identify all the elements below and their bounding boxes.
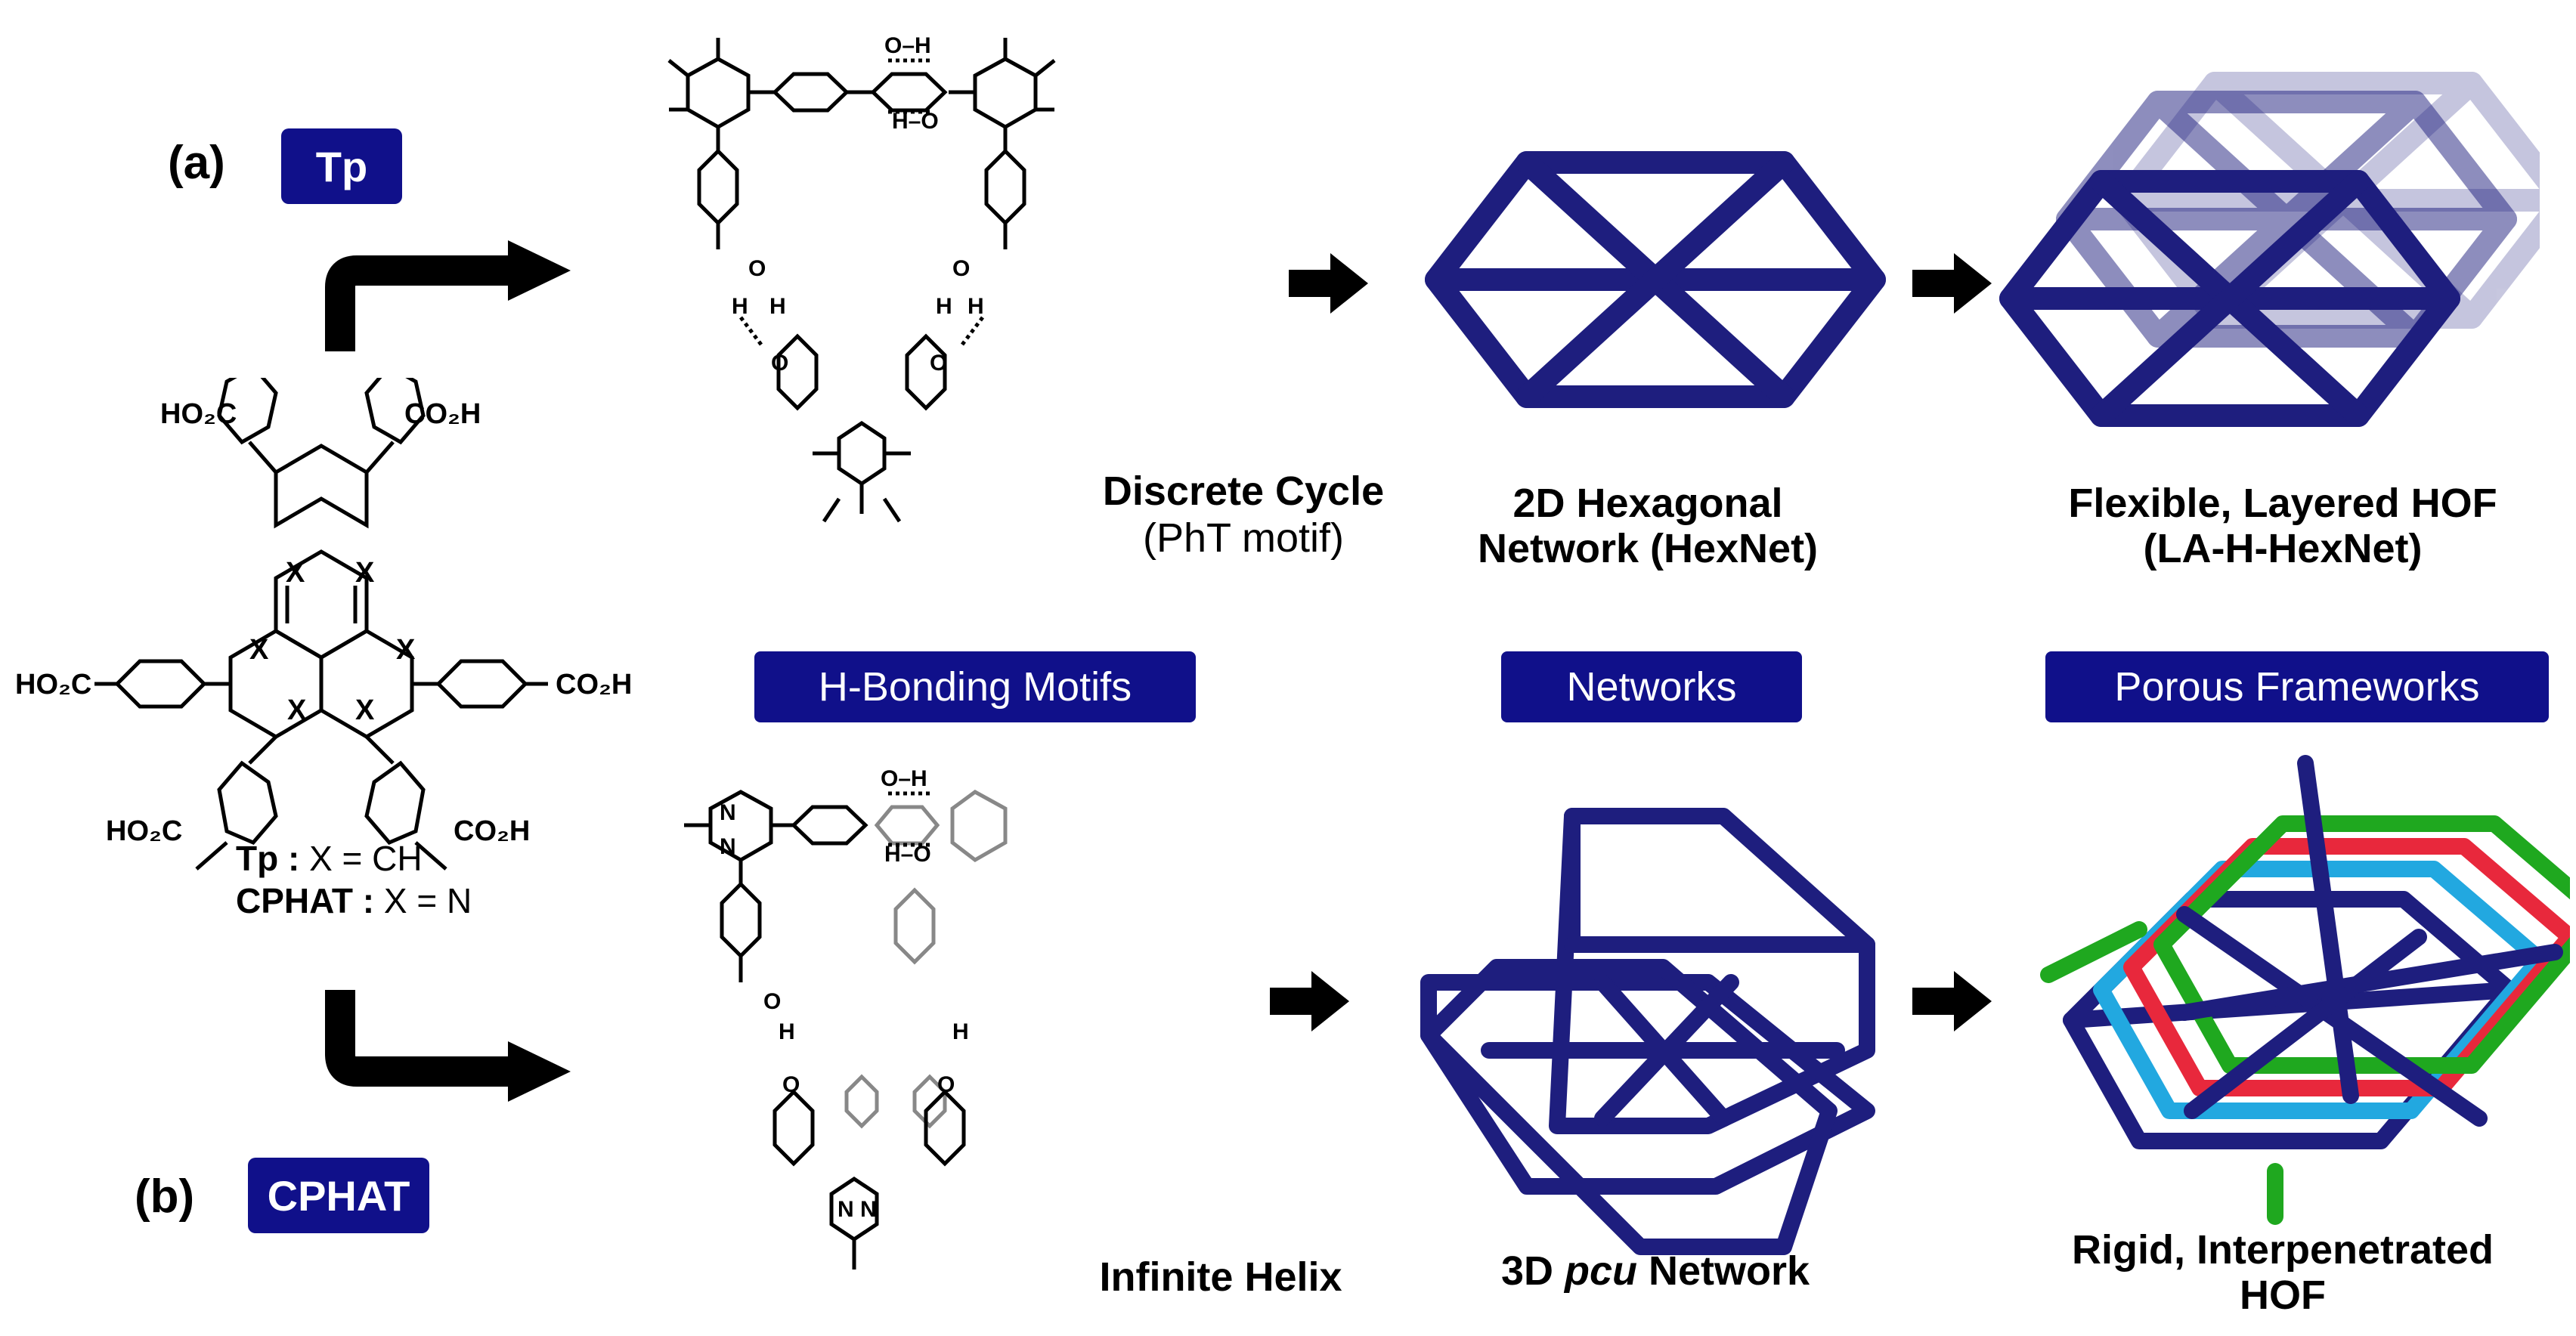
caption-hexnet-line1: 2D Hexagonal — [1512, 481, 1783, 526]
infinite-helix-motif: N N O–H H–O O H H O O N N — [684, 766, 1008, 1270]
cphat-badge: CPHAT — [248, 1158, 429, 1233]
cphat-legend-name: CPHAT : — [236, 881, 375, 921]
discrete-cycle-motif: O–H H–O O H H O H H O O — [667, 33, 1056, 523]
x-atom-2: X — [355, 557, 375, 589]
tp-legend-def: X = CH — [309, 839, 423, 878]
monomer-co2h-top-left: HO₂C — [160, 398, 237, 430]
bent-arrow-up-icon — [325, 240, 571, 351]
monomer-legend: Tp : X = CH CPHAT : X = N — [236, 837, 472, 922]
caption-layered-hof: Flexible, Layered HOF (LA-H-HexNet) — [2011, 481, 2555, 572]
caption-discrete-cycle: Discrete Cycle — [1102, 469, 1385, 514]
cycle-h-right-1: H — [968, 294, 984, 319]
hexnet-2d — [1425, 151, 1886, 408]
cycle-o-left: O — [748, 256, 766, 281]
caption-hexnet: 2D Hexagonal Network (HexNet) — [1421, 481, 1875, 572]
cycle-o-right: O — [952, 256, 970, 281]
monomer-structure: HO₂C CO₂H HO₂C CO₂H HO₂C CO₂H X X X X X … — [15, 378, 632, 871]
monomer-co2h-bottom-left: HO₂C — [106, 815, 182, 847]
helix-o-left: O — [763, 989, 781, 1014]
arrow-right-icon — [1912, 971, 1992, 1031]
monomer-co2h-top-right: CO₂H — [404, 398, 481, 430]
tp-badge: Tp — [281, 128, 402, 204]
helix-n-4: N — [860, 1197, 877, 1222]
monomer-co2h-right: CO₂H — [556, 669, 632, 700]
helix-n-3: N — [838, 1197, 854, 1222]
helix-oh-top: O–H — [881, 766, 927, 791]
helix-ho-bottom: H–O — [884, 842, 931, 867]
monomer-co2h-bottom-right: CO₂H — [454, 815, 530, 847]
header-hbonding-motifs: H-Bonding Motifs — [754, 651, 1196, 722]
x-atom-6: X — [355, 694, 375, 726]
monomer-co2h-left: HO₂C — [15, 669, 91, 700]
arrow-right-icon — [1912, 253, 1992, 314]
helix-h-right: H — [952, 1019, 969, 1044]
caption-interp-line2: HOF — [2240, 1273, 2326, 1319]
x-atom-1: X — [286, 557, 305, 589]
x-atom-3: X — [249, 634, 269, 666]
cycle-o-bottom-right: O — [930, 351, 947, 376]
helix-n-2: N — [720, 834, 736, 859]
cycle-h-right-2: H — [936, 294, 952, 319]
panel-a-label: (a) — [168, 137, 225, 189]
helix-n-1: N — [720, 800, 736, 825]
x-atom-5: X — [287, 694, 307, 726]
header-networks: Networks — [1501, 651, 1802, 722]
interpenetrated-hof — [2040, 755, 2570, 1225]
caption-pht-motif: (PhT motif) — [1142, 515, 1345, 561]
caption-hexnet-line2: Network (HexNet) — [1477, 526, 1819, 572]
cycle-o-bottom-left: O — [771, 351, 788, 376]
panel-b-label: (b) — [135, 1171, 195, 1223]
pcu-network-3d — [1420, 808, 1875, 1255]
arrow-right-icon — [1270, 971, 1349, 1031]
cphat-legend-def: X = N — [383, 881, 472, 921]
caption-layered-line1: Flexible, Layered HOF — [2068, 481, 2497, 526]
header-porous-frameworks: Porous Frameworks — [2045, 651, 2549, 722]
tp-legend-name: Tp : — [236, 839, 300, 878]
caption-pcu-italic: pcu — [1564, 1248, 1637, 1294]
caption-interp-line1: Rigid, Interpenetrated — [2071, 1227, 2494, 1273]
bent-arrow-down-icon — [325, 990, 571, 1102]
helix-h-left: H — [779, 1019, 795, 1044]
x-atom-4: X — [396, 634, 416, 666]
caption-infinite-helix: Infinite Helix — [1099, 1254, 1342, 1300]
helix-o-bottom-right: O — [937, 1072, 955, 1097]
layered-hof — [1999, 72, 2540, 427]
cycle-h-left-2: H — [769, 294, 786, 319]
caption-interpenetrated-hof: Rigid, Interpenetrated HOF — [2011, 1227, 2555, 1319]
cycle-ho-bottom: H–O — [892, 109, 939, 134]
cycle-h-left-1: H — [732, 294, 748, 319]
cycle-oh-top: O–H — [884, 33, 931, 58]
caption-pcu-network: 3D pcu Network — [1500, 1248, 1810, 1294]
arrow-right-icon — [1289, 253, 1368, 314]
helix-o-bottom-left: O — [782, 1072, 800, 1097]
caption-layered-line2: (LA-H-HexNet) — [2143, 526, 2423, 572]
